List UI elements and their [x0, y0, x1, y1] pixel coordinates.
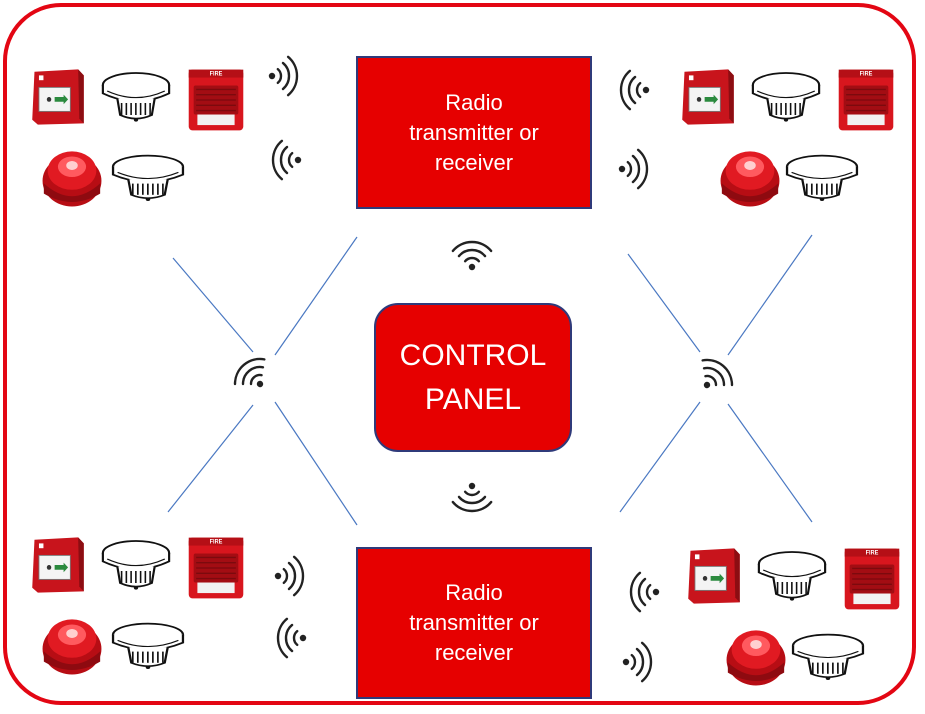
link-line-6: [727, 234, 813, 356]
bottom-right-call-point-icon: [688, 548, 740, 604]
bottom-right-fire-sounder-icon: FIRE: [844, 548, 900, 610]
svg-text:FIRE: FIRE: [860, 71, 873, 77]
link-line-2: [274, 236, 358, 356]
signal-right-relay-icon: [701, 358, 734, 389]
top-right-beacon-icon: [720, 151, 780, 207]
top-left-call-point-icon: [32, 69, 84, 125]
bottom-left-smoke-detector-icon: [101, 540, 171, 590]
bottom-right-beacon-icon: [726, 630, 786, 686]
link-line-0: [172, 257, 254, 353]
link-line-1: [274, 401, 358, 526]
top-left-smoke-detector-icon: [101, 72, 171, 122]
radio-unit-bottom-line3: receiver: [434, 640, 514, 665]
signal-left-relay-icon: [233, 357, 266, 388]
link-line-4: [627, 253, 701, 353]
signal-bottom-right-out-icon: [622, 641, 653, 683]
svg-text:FIRE: FIRE: [210, 71, 223, 77]
radio-unit-bottom: Radio transmitter or receiver: [356, 547, 592, 699]
bottom-left-call-point-icon: [32, 537, 84, 593]
signal-top-left-in-icon: [271, 139, 302, 181]
link-line-3: [167, 404, 254, 513]
svg-text:FIRE: FIRE: [210, 539, 223, 545]
svg-text:FIRE: FIRE: [866, 550, 879, 556]
signal-top-left-out-icon: [268, 55, 299, 97]
signal-bottom-left-out-icon: [274, 555, 305, 597]
top-right-smoke-detector-icon: [751, 72, 821, 122]
signal-bottom-left-in-icon: [276, 617, 307, 659]
signal-top-down-icon: [451, 240, 493, 271]
signal-top-right-out-icon: [618, 148, 649, 190]
control-panel-line2: PANEL: [424, 382, 522, 416]
top-left-heat-detector-icon: [111, 154, 185, 201]
top-left-fire-sounder-icon: FIRE: [188, 69, 244, 131]
control-panel: CONTROL PANEL: [374, 303, 572, 452]
radio-unit-top-line3: receiver: [434, 149, 514, 175]
radio-unit-top: Radio transmitter or receiver: [356, 56, 592, 209]
bottom-left-fire-sounder-icon: FIRE: [188, 537, 244, 599]
signal-top-right-in-icon: [619, 69, 650, 111]
link-line-5: [727, 403, 813, 523]
control-panel-line1: CONTROL: [399, 338, 547, 372]
top-right-heat-detector-icon: [785, 154, 859, 201]
bottom-left-beacon-icon: [42, 619, 102, 675]
top-right-call-point-icon: [682, 69, 734, 125]
bottom-right-heat-detector-icon: [791, 633, 865, 680]
top-right-fire-sounder-icon: FIRE: [838, 69, 894, 131]
radio-unit-top-line2: transmitter or: [409, 119, 539, 145]
radio-unit-bottom-line1: Radio: [445, 580, 503, 605]
signal-bottom-up-icon: [451, 482, 493, 513]
bottom-right-smoke-detector-icon: [757, 551, 827, 601]
bottom-left-heat-detector-icon: [111, 622, 185, 669]
link-line-7: [619, 401, 701, 513]
radio-unit-bottom-line2: transmitter or: [409, 610, 539, 635]
top-left-beacon-icon: [42, 151, 102, 207]
radio-unit-top-line1: Radio: [445, 89, 503, 115]
signal-bottom-right-in-icon: [629, 571, 660, 613]
